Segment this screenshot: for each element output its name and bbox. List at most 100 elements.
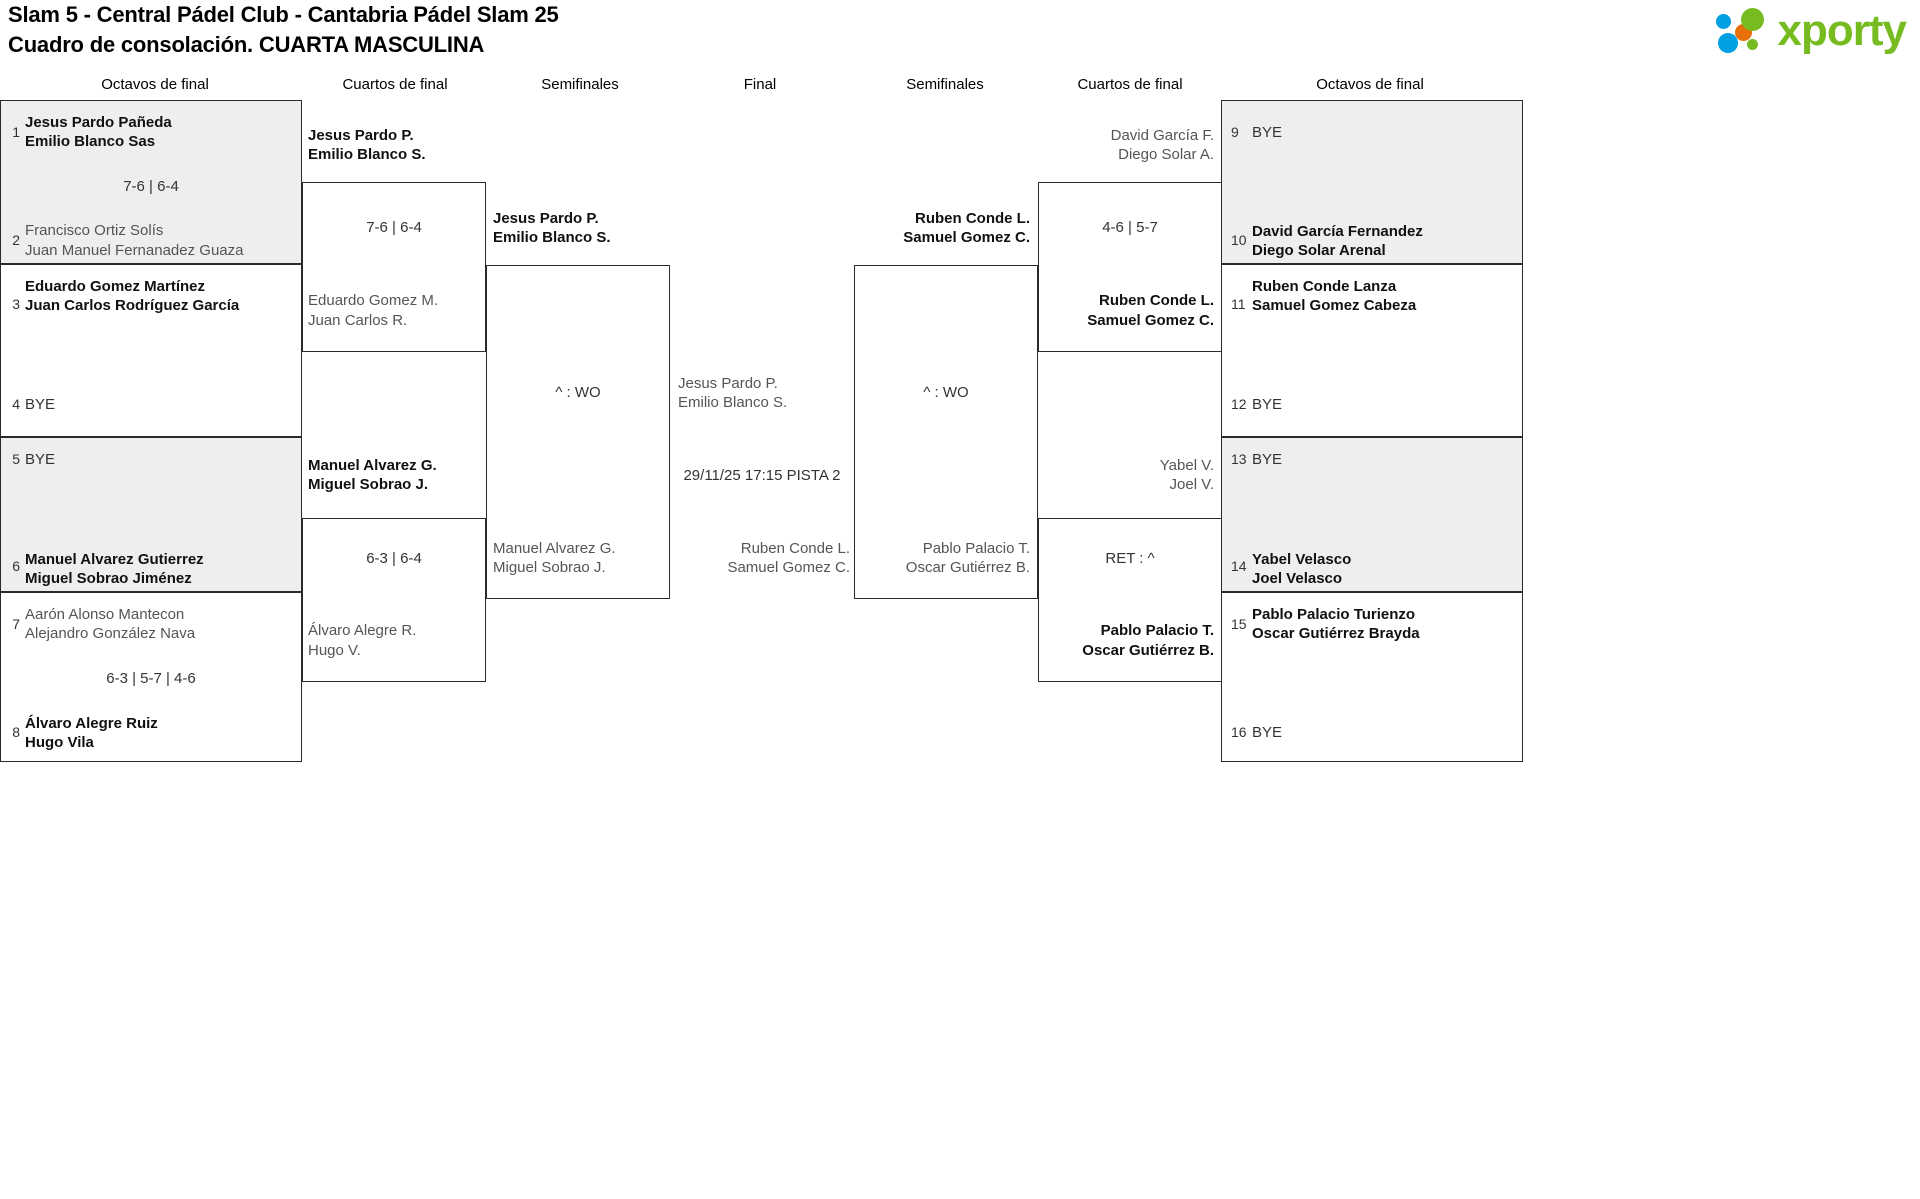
bracket-cell-l-cuartos-2[interactable] (302, 518, 486, 682)
bracket-cell-r-cuartos-1[interactable] (1038, 182, 1222, 352)
score-l-oct-match4: 6-3 | 5-7 | 4-6 (106, 670, 196, 687)
xporty-logo: xporty (1715, 6, 1907, 56)
seed-number-12: 12 (1231, 396, 1247, 412)
team-r-semi-2-p1: Pablo Palacio T. (922, 540, 1030, 557)
round-header-cuartos-right: Cuartos de final (1077, 76, 1183, 93)
seed-number-3: 3 (12, 296, 20, 312)
seed-number-11: 11 (1231, 296, 1246, 312)
team-l-oct-1-p2: Emilio Blanco Sas (25, 133, 156, 150)
team-l-cua-1-p2: Emilio Blanco S. (308, 146, 426, 163)
score-r-semi: ^ : WO (923, 384, 969, 401)
team-r-oct-14-p1: Yabel Velasco (1252, 551, 1352, 568)
bracket-cell-r-oct-2[interactable] (1221, 264, 1523, 437)
score-l-cua-match1: 7-6 | 6-4 (366, 219, 422, 236)
bracket-cell-l-semis[interactable] (486, 265, 670, 599)
seed-number-13: 13 (1231, 451, 1247, 467)
team-l-cua-4-p2: Hugo V. (308, 642, 361, 659)
team-l-semi-1-p2: Emilio Blanco S. (493, 229, 611, 246)
team-final-bottom-p1: Ruben Conde L. (740, 540, 850, 557)
team-r-oct-11-p2: Samuel Gomez Cabeza (1252, 297, 1417, 314)
team-l-oct-8-p1: Álvaro Alegre Ruiz (25, 715, 158, 732)
team-r-oct-10-p2: Diego Solar Arenal (1252, 242, 1386, 259)
seed-number-15: 15 (1231, 616, 1247, 632)
team-l-oct-6-p2: Miguel Sobrao Jiménez (25, 570, 192, 587)
team-r-oct-15-p1: Pablo Palacio Turienzo (1252, 606, 1416, 623)
team-final-top-p2: Emilio Blanco S. (678, 394, 788, 411)
bracket-cell-r-oct-3[interactable] (1221, 437, 1523, 592)
seed-number-5: 5 (12, 451, 20, 467)
team-l-semi-2-p1: Manuel Alvarez G. (493, 540, 616, 557)
bracket-subtitle: Cuadro de consolación. CUARTA MASCULINA (8, 32, 485, 57)
team-r-oct-13-bye: BYE (1252, 451, 1283, 468)
team-r-cua-3-p2: Joel V. (1169, 476, 1214, 493)
score-l-cua-match2: 6-3 | 6-4 (366, 550, 422, 567)
score-r-cua-match2: RET : ^ (1105, 550, 1155, 567)
bracket-cell-r-semis[interactable] (854, 265, 1038, 599)
final-schedule: 29/11/25 17:15 PISTA 2 (683, 467, 841, 484)
page-header: Slam 5 - Central Pádel Club - Cantabria … (0, 0, 1920, 72)
seed-number-10: 10 (1231, 232, 1247, 248)
seed-number-16: 16 (1231, 724, 1247, 740)
team-l-cua-3-p1: Manuel Alvarez G. (308, 457, 437, 474)
team-l-cua-3-p2: Miguel Sobrao J. (308, 476, 429, 493)
team-r-oct-15-p2: Oscar Gutiérrez Brayda (1252, 625, 1420, 642)
team-r-cua-2-p1: Ruben Conde L. (1099, 292, 1214, 309)
team-l-oct-5-bye: BYE (25, 451, 56, 468)
team-r-semi-1-p1: Ruben Conde L. (915, 210, 1030, 227)
team-final-bottom-p2: Samuel Gomez C. (727, 559, 850, 576)
round-header-semis-left: Semifinales (541, 76, 619, 93)
team-r-cua-1-p1: David García F. (1110, 127, 1214, 144)
score-r-cua-match1: 4-6 | 5-7 (1102, 219, 1158, 236)
seed-number-2: 2 (12, 232, 20, 248)
team-final-top-p1: Jesus Pardo P. (678, 375, 778, 392)
round-header-cuartos-left: Cuartos de final (342, 76, 448, 93)
logo-dots-icon (1715, 8, 1774, 54)
bracket-cell-l-oct-1[interactable] (0, 100, 302, 264)
team-r-cua-3-p1: Yabel V. (1159, 457, 1214, 474)
bracket-cell-r-cuartos-2[interactable] (1038, 518, 1222, 682)
seed-number-8: 8 (12, 724, 20, 740)
seed-number-9: 9 (1231, 124, 1239, 140)
bracket-cell-r-oct-4[interactable] (1221, 592, 1523, 762)
bracket-cell-l-oct-2[interactable] (0, 264, 302, 437)
team-r-oct-9-bye: BYE (1252, 124, 1283, 141)
team-l-semi-1-p1: Jesus Pardo P. (493, 210, 599, 227)
team-l-cua-2-p1: Eduardo Gomez M. (308, 292, 439, 309)
logo-wordmark: xporty (1777, 6, 1907, 55)
team-l-cua-4-p1: Álvaro Alegre R. (308, 622, 417, 639)
team-r-cua-4-p2: Oscar Gutiérrez B. (1082, 642, 1214, 659)
score-l-semi: ^ : WO (555, 384, 601, 401)
score-l-oct-match1: 7-6 | 6-4 (123, 178, 179, 195)
team-r-oct-16-bye: BYE (1252, 724, 1283, 741)
team-l-oct-2-p2: Juan Manuel Fernanadez Guaza (25, 242, 244, 259)
team-l-oct-2-p1: Francisco Ortiz Solís (25, 222, 164, 239)
team-r-cua-2-p2: Samuel Gomez C. (1087, 312, 1214, 329)
team-l-cua-2-p2: Juan Carlos R. (308, 312, 408, 329)
seed-number-6: 6 (12, 558, 20, 574)
team-r-cua-4-p1: Pablo Palacio T. (1100, 622, 1214, 639)
seed-number-1: 1 (12, 124, 20, 140)
tournament-title: Slam 5 - Central Pádel Club - Cantabria … (8, 2, 559, 27)
team-l-oct-4-bye: BYE (25, 396, 56, 413)
seed-number-4: 4 (12, 396, 20, 412)
team-l-oct-6-p1: Manuel Alvarez Gutierrez (25, 551, 204, 568)
round-header-octavos-left: Octavos de final (101, 76, 209, 93)
bracket-cell-l-oct-3[interactable] (0, 437, 302, 592)
team-r-oct-14-p2: Joel Velasco (1252, 570, 1343, 587)
team-l-oct-8-p2: Hugo Vila (25, 734, 94, 751)
bracket-cell-l-cuartos-1[interactable] (302, 182, 486, 352)
bracket-cell-r-oct-1[interactable] (1221, 100, 1523, 264)
team-r-semi-2-p2: Oscar Gutiérrez B. (905, 559, 1030, 576)
team-l-oct-3-p2: Juan Carlos Rodríguez García (25, 297, 240, 314)
team-r-oct-10-p1: David García Fernandez (1252, 223, 1423, 240)
team-r-semi-1-p2: Samuel Gomez C. (903, 229, 1030, 246)
bracket-cell-l-oct-4[interactable] (0, 592, 302, 762)
seed-number-14: 14 (1231, 558, 1247, 574)
team-l-oct-7-p2: Alejandro González Nava (25, 625, 196, 642)
team-r-oct-11-p1: Ruben Conde Lanza (1252, 278, 1397, 295)
team-r-cua-1-p2: Diego Solar A. (1118, 146, 1214, 163)
team-l-semi-2-p2: Miguel Sobrao J. (493, 559, 606, 576)
team-l-oct-1-p1: Jesus Pardo Pañeda (25, 114, 172, 131)
team-l-cua-1-p1: Jesus Pardo P. (308, 127, 414, 144)
